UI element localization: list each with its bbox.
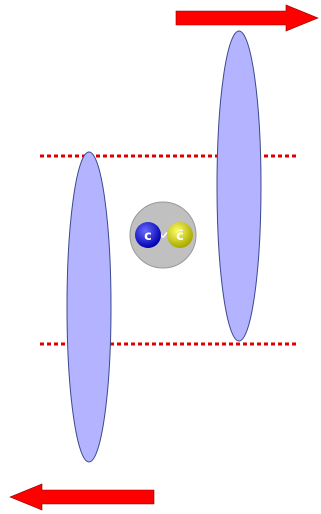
right-nucleus <box>217 31 261 341</box>
quark-label: c <box>144 229 152 244</box>
charmonium-state: c c̄ <box>130 202 196 268</box>
arrow-left-icon <box>10 484 154 510</box>
antiquark-label: c̄ <box>176 229 184 244</box>
arrow-right-icon <box>176 5 318 31</box>
left-nucleus <box>67 152 111 462</box>
